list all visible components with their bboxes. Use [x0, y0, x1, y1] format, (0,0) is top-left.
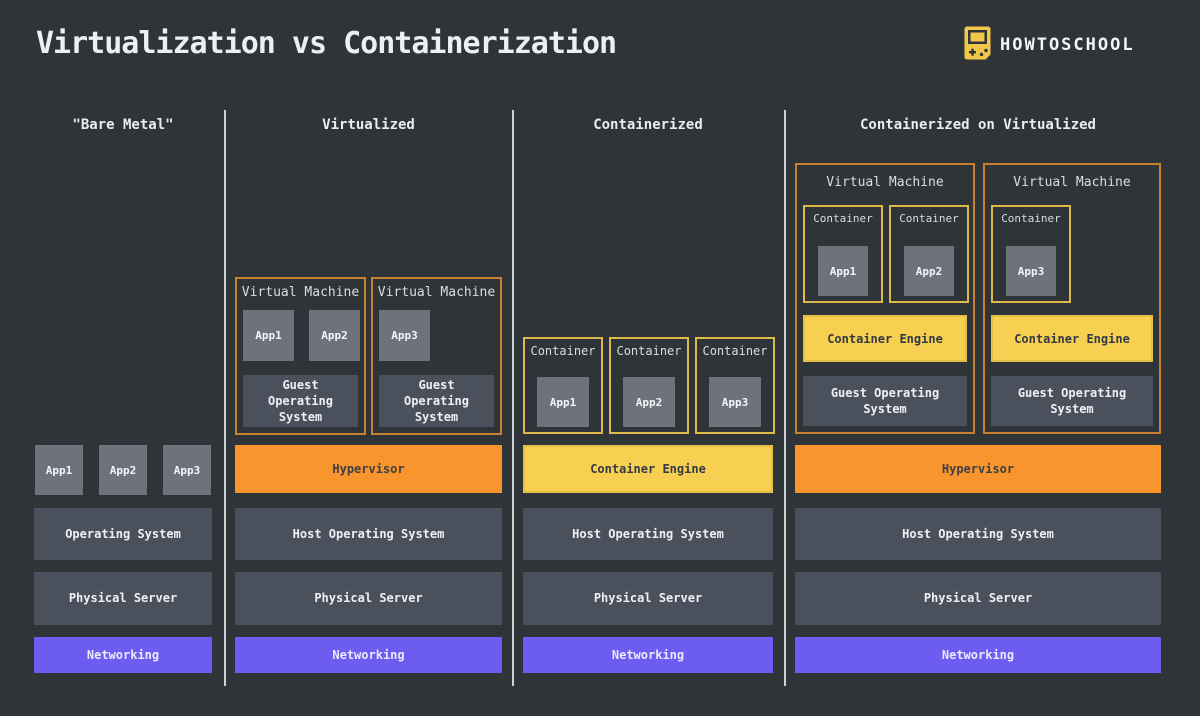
app-box: App1	[243, 310, 294, 361]
container-box: Container App2	[889, 205, 969, 303]
guest-os-box: Guest Operating System	[379, 375, 494, 427]
hypervisor-box: Hypervisor	[235, 445, 502, 493]
app-box: App3	[1006, 246, 1056, 296]
page-title: Virtualization vs Containerization	[36, 26, 617, 61]
container-engine-box: Container Engine	[523, 445, 773, 493]
virtual-machine-title: Virtual Machine	[1013, 175, 1131, 190]
column-divider-1	[224, 110, 226, 686]
container-box: Container App2	[609, 337, 689, 434]
column-divider-3	[784, 110, 786, 686]
column-header-bare-metal: "Bare Metal"	[72, 117, 174, 133]
virtual-machine-box: Virtual Machine Container App1 Container…	[795, 163, 975, 434]
virtual-machine-box: Virtual Machine App1 App2 Guest Operatin…	[235, 277, 366, 435]
container-title: Container	[1001, 212, 1061, 225]
column-header-containerized: Containerized	[593, 117, 703, 133]
container-title: Container	[813, 212, 873, 225]
brand-name: HOWTOSCHOOL	[1000, 35, 1135, 55]
virtual-machine-box: Virtual Machine App3 Guest Operating Sys…	[371, 277, 502, 435]
container-box: Container App1	[803, 205, 883, 303]
networking-box: Networking	[523, 637, 773, 673]
column-header-virtualized: Virtualized	[322, 117, 415, 133]
column-header-containerized-on-virtualized: Containerized on Virtualized	[859, 117, 1096, 133]
brand-logo: HOWTOSCHOOL	[964, 25, 1135, 65]
app-box: App2	[904, 246, 954, 296]
app-box: App1	[537, 377, 589, 427]
app-box: App2	[99, 445, 147, 495]
virtual-machine-title: Virtual Machine	[241, 285, 360, 300]
physical-server-box: Physical Server	[235, 572, 502, 625]
gameboy-icon	[964, 26, 991, 64]
container-title: Container	[899, 212, 959, 225]
networking-box: Networking	[795, 637, 1161, 673]
virtual-machine-title: Virtual Machine	[377, 285, 496, 300]
app-box: App1	[818, 246, 868, 296]
physical-server-box: Physical Server	[34, 572, 212, 625]
guest-os-box: Guest Operating System	[243, 375, 358, 427]
hypervisor-box: Hypervisor	[795, 445, 1161, 493]
app-box: App2	[309, 310, 360, 361]
virtual-machine-title: Virtual Machine	[826, 175, 944, 190]
app-box: App1	[35, 445, 83, 495]
app-box: App3	[709, 377, 761, 427]
column-divider-2	[512, 110, 514, 686]
app-box: App3	[379, 310, 430, 361]
virtual-machine-box: Virtual Machine Container App3 Container…	[983, 163, 1161, 434]
host-os-box: Host Operating System	[795, 508, 1161, 560]
container-box: Container App3	[695, 337, 775, 434]
physical-server-box: Physical Server	[795, 572, 1161, 625]
app-box: App2	[623, 377, 675, 427]
networking-box: Networking	[235, 637, 502, 673]
host-os-box: Host Operating System	[523, 508, 773, 560]
guest-os-box: Guest Operating System	[991, 376, 1153, 426]
container-engine-box: Container Engine	[803, 315, 967, 362]
operating-system-box: Operating System	[34, 508, 212, 560]
networking-box: Networking	[34, 637, 212, 673]
container-box: Container App3	[991, 205, 1071, 303]
guest-os-box: Guest Operating System	[803, 376, 967, 426]
container-title: Container	[702, 344, 768, 358]
container-engine-box: Container Engine	[991, 315, 1153, 362]
container-title: Container	[616, 344, 682, 358]
host-os-box: Host Operating System	[235, 508, 502, 560]
container-box: Container App1	[523, 337, 603, 434]
container-title: Container	[530, 344, 596, 358]
app-box: App3	[163, 445, 211, 495]
physical-server-box: Physical Server	[523, 572, 773, 625]
